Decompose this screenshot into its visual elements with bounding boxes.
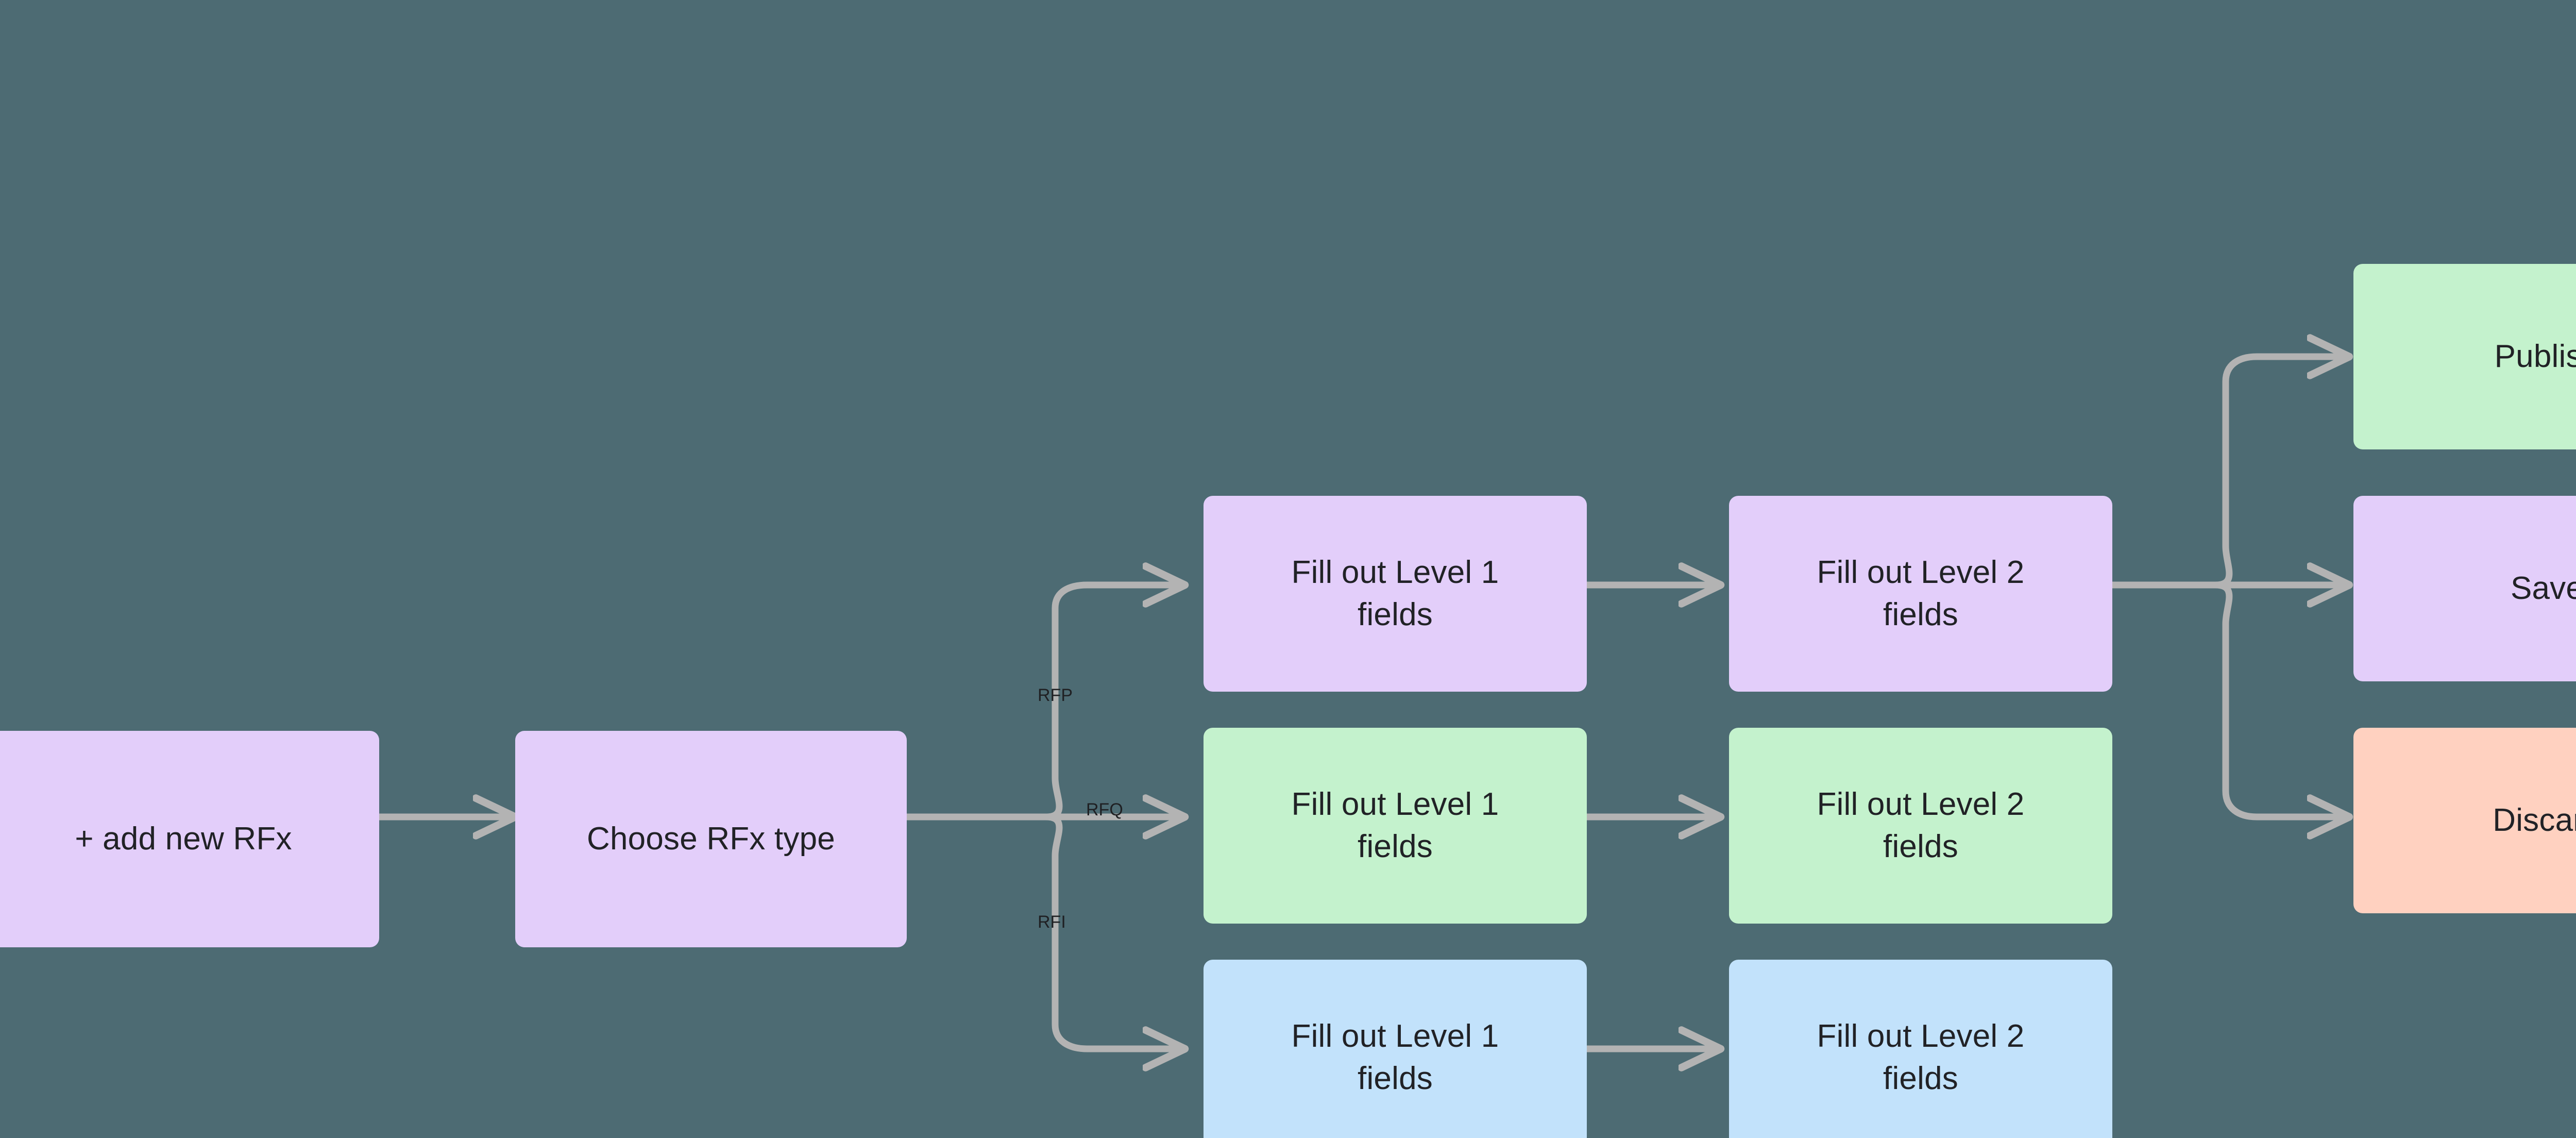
node-rfp-level1[interactable]: Fill out Level 1 fields xyxy=(1204,496,1587,692)
edge-l2-to-publish xyxy=(2212,357,2349,589)
node-publish[interactable]: Publish xyxy=(2353,264,2576,449)
edge-l2-to-discard xyxy=(2212,581,2349,817)
node-label: Fill out Level 2 fields xyxy=(1817,1018,2025,1096)
node-rfi-level1[interactable]: Fill out Level 1 fields xyxy=(1204,960,1587,1138)
node-choose-rfx-type[interactable]: Choose RFx type xyxy=(515,731,907,947)
edge-label-rfi: RFI xyxy=(1038,912,1066,932)
node-label: Fill out Level 2 fields xyxy=(1817,786,2025,864)
edge-choose-to-rfi xyxy=(1042,813,1185,1049)
node-label: Fill out Level 1 fields xyxy=(1291,555,1499,632)
edge-label-rfq: RFQ xyxy=(1086,800,1123,819)
node-rfq-level2[interactable]: Fill out Level 2 fields xyxy=(1729,728,2112,924)
node-discard[interactable]: Discard xyxy=(2353,728,2576,913)
node-rfp-level2[interactable]: Fill out Level 2 fields xyxy=(1729,496,2112,692)
node-label: Save xyxy=(2510,571,2576,607)
node-label: + add new RFx xyxy=(75,821,292,857)
node-rfi-level2[interactable]: Fill out Level 2 fields xyxy=(1729,960,2112,1138)
node-label: Publish xyxy=(2494,339,2576,375)
node-label: Fill out Level 1 fields xyxy=(1291,1018,1499,1096)
node-label: Fill out Level 1 fields xyxy=(1291,786,1499,864)
node-rfq-level1[interactable]: Fill out Level 1 fields xyxy=(1204,728,1587,924)
node-label: Choose RFx type xyxy=(587,821,835,857)
edge-label-rfp: RFP xyxy=(1038,685,1073,705)
node-label: Fill out Level 2 fields xyxy=(1817,555,2025,632)
node-add-new-rfx[interactable]: + add new RFx xyxy=(0,731,379,947)
node-label: Discard xyxy=(2493,802,2576,839)
node-save[interactable]: Save xyxy=(2353,496,2576,681)
